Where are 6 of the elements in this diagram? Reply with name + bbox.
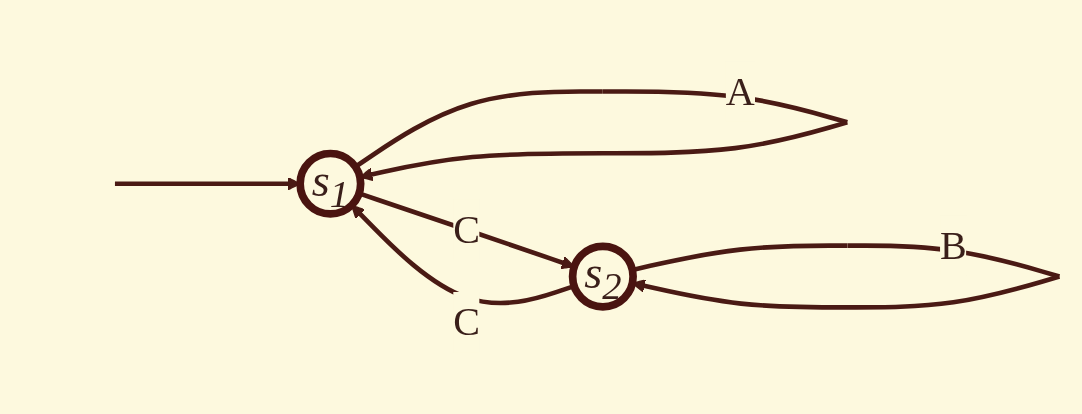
edge-label: C <box>453 207 481 253</box>
edge-label: C <box>453 299 481 345</box>
node-circle: s$_{2}$ <box>568 242 637 311</box>
edge-label: A <box>725 69 755 115</box>
node-circle: s$_{1}$ <box>296 149 365 219</box>
edge-label: B <box>940 223 967 269</box>
